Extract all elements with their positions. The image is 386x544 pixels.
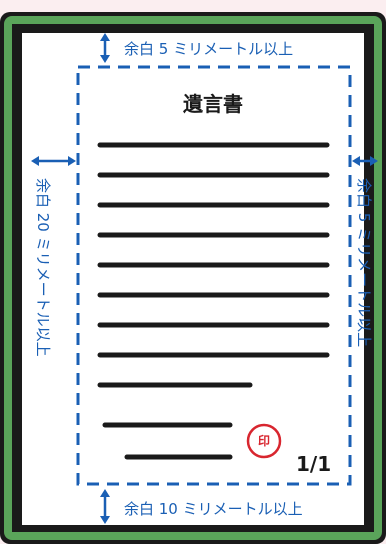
seal-label: 印: [258, 434, 270, 448]
right-margin-label: 余白 5 ミリメートル以上: [355, 178, 373, 347]
margin-boundary: [76, 65, 352, 486]
left-margin-arrow: [31, 156, 76, 166]
left-margin-label: 余白 20 ミリメートル以上: [34, 178, 52, 357]
page-number: 1/1: [296, 452, 331, 476]
bottom-margin-arrow: [100, 489, 110, 524]
text-lines: [97, 142, 330, 460]
seal-stamp: 印: [246, 423, 282, 459]
right-margin-arrow: [352, 156, 378, 166]
bottom-margin-label: 余白 10 ミリメートル以上: [124, 500, 303, 518]
top-margin-label: 余白 5 ミリメートル以上: [124, 40, 293, 58]
top-margin-arrow: [100, 33, 110, 63]
document-title: 遺言書: [183, 92, 243, 116]
